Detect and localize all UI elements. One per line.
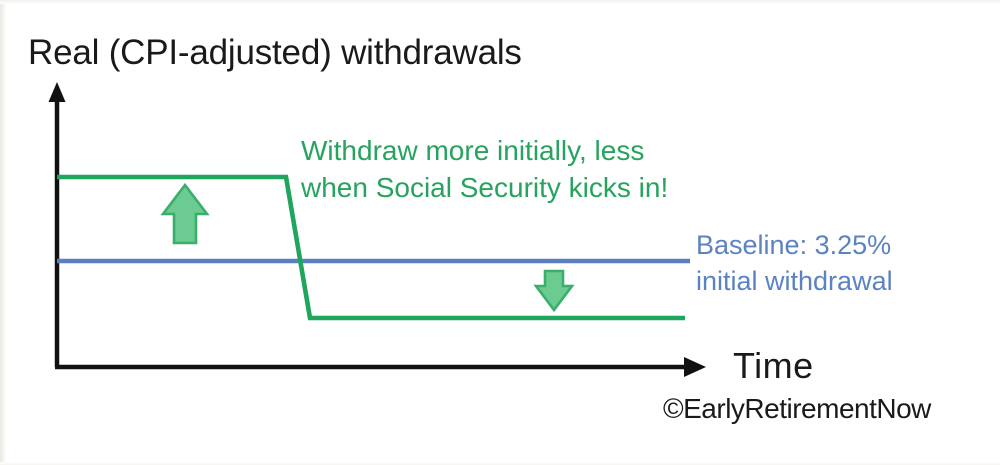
chart-title: Real (CPI-adjusted) withdrawals <box>28 33 522 72</box>
green-annotation: Withdraw more initially, less when Socia… <box>301 132 668 206</box>
withdrawal-series-line <box>57 174 685 321</box>
slide-edge-left <box>0 0 6 465</box>
blue-annotation-line-1: Baseline: 3.25% <box>696 230 892 260</box>
up-arrow-icon <box>160 182 210 245</box>
green-annotation-line-2: when Social Security kicks in! <box>301 172 669 203</box>
slide-edge-bottom <box>0 462 1000 465</box>
slide-edge-top <box>0 0 1000 4</box>
x-axis-arrow <box>55 357 706 377</box>
down-arrow-icon <box>533 269 575 313</box>
blue-annotation-line-2: initial withdrawal <box>696 266 893 296</box>
green-annotation-line-1: Withdraw more initially, less <box>301 135 645 166</box>
y-axis-arrow <box>48 82 66 367</box>
attribution-credit: ©EarlyRetirementNow <box>663 393 931 424</box>
blue-annotation: Baseline: 3.25% initial withdrawal <box>696 227 893 299</box>
x-axis-label: Time <box>733 345 814 386</box>
